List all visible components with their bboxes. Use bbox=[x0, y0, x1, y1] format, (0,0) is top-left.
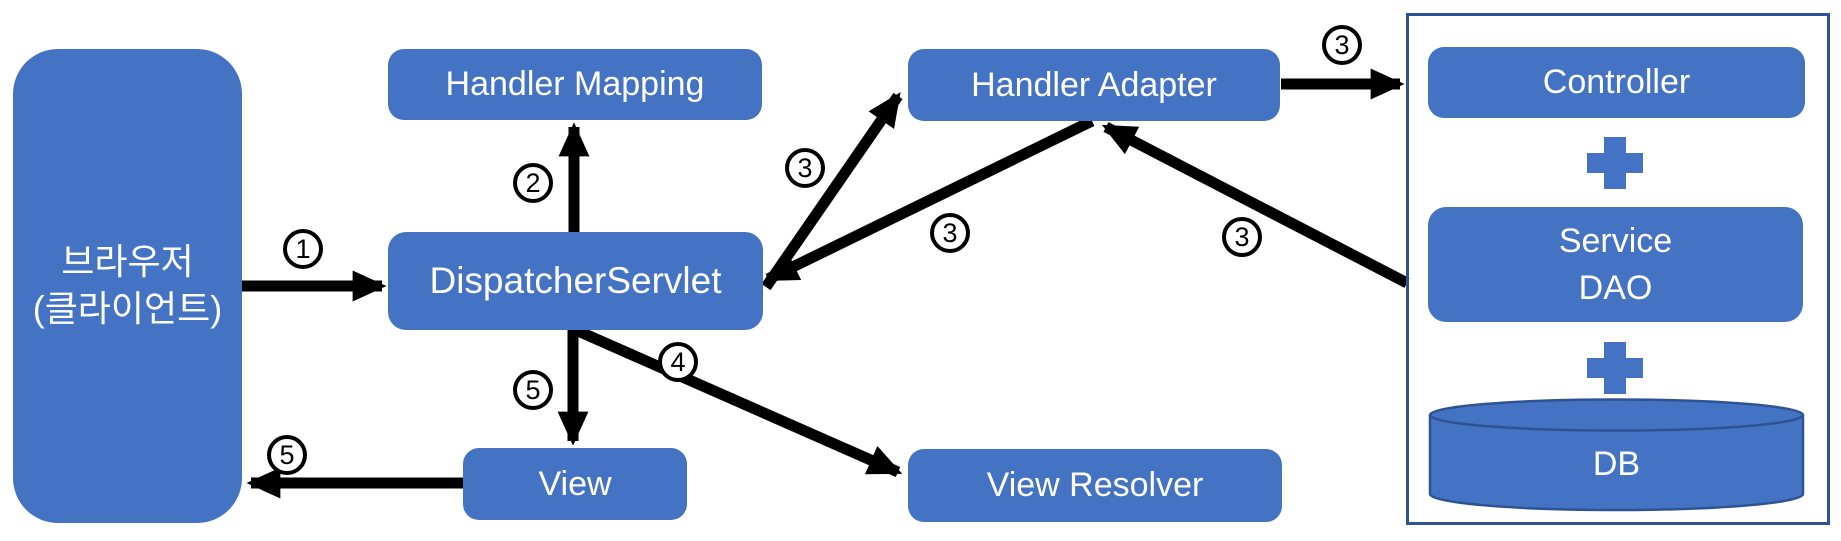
arrow-step3-handler-adapter-to-dispatcher bbox=[763, 116, 1095, 284]
step-number: 5 bbox=[525, 374, 541, 405]
node-service-dao: Service DAO bbox=[1428, 207, 1803, 322]
step-number: 3 bbox=[942, 217, 958, 248]
step-number: 3 bbox=[797, 152, 813, 183]
node-browser-client: 브라우저 (클라이언트) bbox=[13, 49, 242, 523]
step-number: 4 bbox=[670, 346, 686, 377]
step-badge-3-adapter-to-controller: 3 bbox=[1322, 25, 1362, 65]
node-view: View bbox=[463, 448, 687, 520]
step-badge-2: 2 bbox=[513, 163, 553, 203]
backend-group-frame bbox=[1406, 13, 1830, 525]
service-dao-label-line1: Service bbox=[1558, 221, 1673, 260]
node-view-resolver: View Resolver bbox=[908, 449, 1282, 522]
node-handler-mapping: Handler Mapping bbox=[388, 49, 762, 120]
node-db: DB bbox=[1428, 397, 1805, 513]
arrow-step3-service-to-handler-adapter bbox=[1101, 122, 1410, 288]
step-number: 3 bbox=[1334, 29, 1350, 60]
controller-label: Controller bbox=[1542, 63, 1691, 102]
plus-icon bbox=[1587, 342, 1643, 394]
step-badge-3-service-to-adapter: 3 bbox=[1222, 217, 1262, 257]
node-handler-adapter: Handler Adapter bbox=[908, 49, 1280, 121]
step-badge-3-adapter-to-dispatcher: 3 bbox=[930, 213, 970, 253]
step-badge-3-dispatcher-to-adapter: 3 bbox=[785, 148, 825, 188]
db-cylinder-icon bbox=[1428, 398, 1805, 512]
step-number: 1 bbox=[295, 233, 311, 264]
service-dao-label-line2: DAO bbox=[1578, 268, 1653, 307]
view-label: View bbox=[538, 464, 612, 503]
handler-mapping-label: Handler Mapping bbox=[445, 65, 705, 104]
step-badge-5-to-browser: 5 bbox=[267, 435, 307, 475]
step-number: 3 bbox=[1234, 221, 1250, 252]
arrow-step3-dispatcher-to-handler-adapter bbox=[761, 92, 903, 291]
node-controller: Controller bbox=[1428, 47, 1805, 118]
db-label: DB bbox=[1592, 444, 1641, 483]
browser-label-line1: 브라우저 bbox=[61, 241, 194, 283]
step-number: 5 bbox=[279, 439, 295, 470]
dispatcher-servlet-label: DispatcherServlet bbox=[429, 259, 722, 301]
step-number: 2 bbox=[525, 167, 541, 198]
step-badge-5-to-view: 5 bbox=[513, 370, 553, 410]
browser-label-line2: (클라이언트) bbox=[32, 288, 223, 329]
view-resolver-label: View Resolver bbox=[986, 466, 1204, 505]
plus-icon bbox=[1587, 137, 1643, 189]
node-dispatcher-servlet: DispatcherServlet bbox=[388, 232, 763, 330]
handler-adapter-label: Handler Adapter bbox=[971, 65, 1217, 104]
step-badge-4: 4 bbox=[658, 342, 698, 382]
step-badge-1: 1 bbox=[283, 229, 323, 269]
